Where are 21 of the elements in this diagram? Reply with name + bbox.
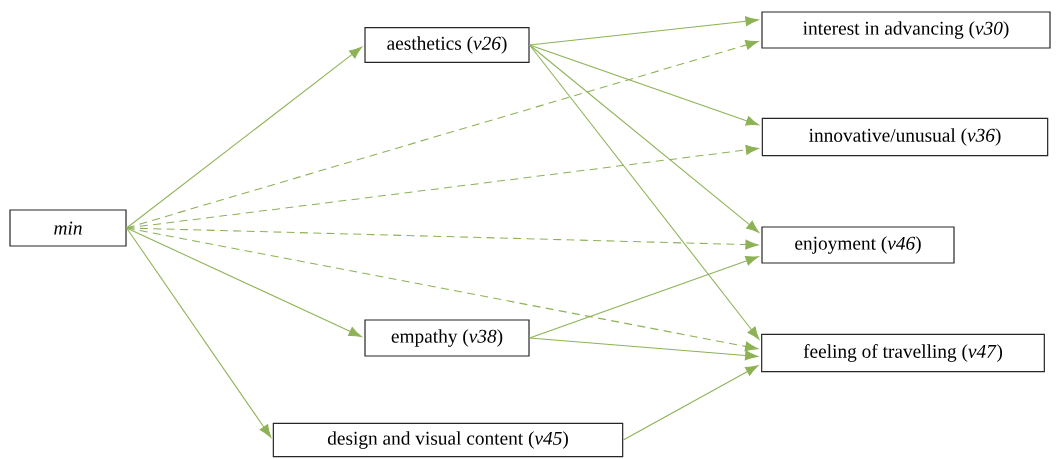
- variable-box: interest in advancing (v30): [761, 11, 1051, 49]
- arrow: [529, 44, 760, 233]
- arrow: [126, 227, 759, 352]
- arrow: [529, 44, 759, 126]
- arrow: [126, 227, 759, 250]
- arrow: [126, 40, 759, 229]
- arrow: [529, 16, 759, 46]
- arrow: [529, 44, 760, 340]
- variable-box: min: [9, 209, 127, 247]
- variable-box: enjoyment (v46): [761, 226, 955, 264]
- variable-box: feeling of travelling (v47): [761, 333, 1045, 373]
- arrow: [126, 46, 363, 229]
- arrow: [529, 337, 759, 361]
- arrow: [622, 365, 759, 441]
- arrow: [126, 227, 272, 438]
- arrow: [529, 256, 759, 339]
- arrow: [126, 227, 362, 337]
- variable-box: design and visual content (v45): [272, 422, 624, 458]
- variable-box: innovative/unusual (v36): [761, 117, 1049, 157]
- variable-box: empathy (v38): [364, 319, 530, 357]
- variable-box: aesthetics (v26): [364, 27, 530, 63]
